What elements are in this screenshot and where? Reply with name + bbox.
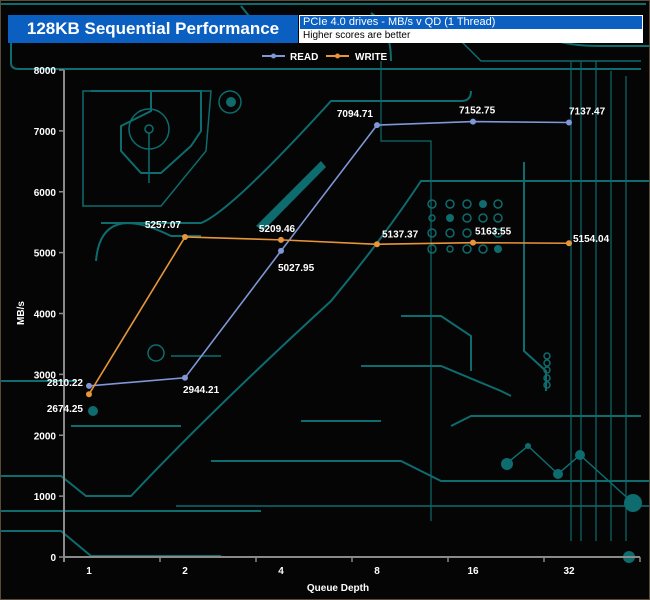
series-write: 2674.25 5257.07 5209.46 5137.37 5163.55 5154.… [47,220,610,415]
series-layer: 2810.22 2944.21 5027.95 7094.71 7152.75 7137.… [47,106,610,416]
y-tick-label: 7000 [34,127,57,138]
y-tick-label: 1000 [34,492,57,503]
data-label-read: 2810.22 [47,378,84,389]
data-label-read: 7094.71 [337,109,374,120]
data-point-write[interactable] [86,391,92,398]
data-point-write[interactable] [374,241,380,248]
chart-subtitle: PCIe 4.0 drives - MB/s v QD (1 Thread) [300,16,642,30]
data-label-write: 5163.55 [475,227,512,238]
y-tick-label: 4000 [34,310,57,321]
data-label-read: 5027.95 [278,263,315,274]
legend-read-marker [271,53,276,59]
y-tick-label: 6000 [34,188,57,199]
legend-read-label: READ [290,52,318,63]
data-label-read: 7152.75 [459,106,496,117]
x-tick-label: 2 [182,566,188,577]
data-point-read[interactable] [470,118,476,125]
x-tick-label: 4 [278,566,284,577]
axes: 0 1000 2000 3000 4000 5000 6000 7000 8000 1 2 4 8 16 3… [34,66,641,577]
data-label-write: 5154.04 [573,234,610,245]
data-label-read: 2944.21 [183,385,220,396]
data-label-write: 5209.46 [259,224,296,235]
y-axis-title: MB/s [16,301,27,325]
y-tick-label: 2000 [34,431,57,442]
data-point-write[interactable] [566,240,572,247]
data-label-write: 2674.25 [47,404,84,415]
data-point-write[interactable] [278,236,284,243]
data-point-write[interactable] [470,239,476,246]
chart-title: 128KB Sequential Performance [8,15,298,43]
legend-write-label: WRITE [355,52,388,63]
data-point-read[interactable] [566,119,572,126]
y-tick-label: 0 [50,553,56,564]
legend-item-write[interactable]: WRITE [326,52,388,63]
y-tick-label: 8000 [34,66,57,77]
series-line-write [88,236,570,395]
y-tick-label: 5000 [34,249,57,260]
legend-item-read[interactable]: READ [262,52,318,63]
series-line-read [88,120,570,387]
y-tick-label: 3000 [34,370,57,381]
data-label-write: 5257.07 [145,220,182,231]
data-point-read[interactable] [374,122,380,129]
series-read: 2810.22 2944.21 5027.95 7094.71 7152.75 7137.… [47,106,606,396]
x-tick-label: 8 [374,566,380,577]
data-point-write[interactable] [182,233,188,240]
data-point-read[interactable] [278,247,284,254]
subtitle-box: PCIe 4.0 drives - MB/s v QD (1 Thread) H… [299,15,643,43]
legend: READ WRITE [262,52,388,63]
chart-note: Higher scores are better [300,30,642,42]
data-label-write: 5137.37 [382,229,419,240]
x-tick-label: 1 [86,566,92,577]
legend-write-marker [335,53,340,59]
x-tick-label: 32 [563,566,575,577]
x-tick-label: 16 [467,566,479,577]
data-label-read: 7137.47 [569,107,606,118]
x-axis-title: Queue Depth [307,583,369,594]
data-point-read[interactable] [86,382,92,389]
data-point-read[interactable] [182,374,188,381]
